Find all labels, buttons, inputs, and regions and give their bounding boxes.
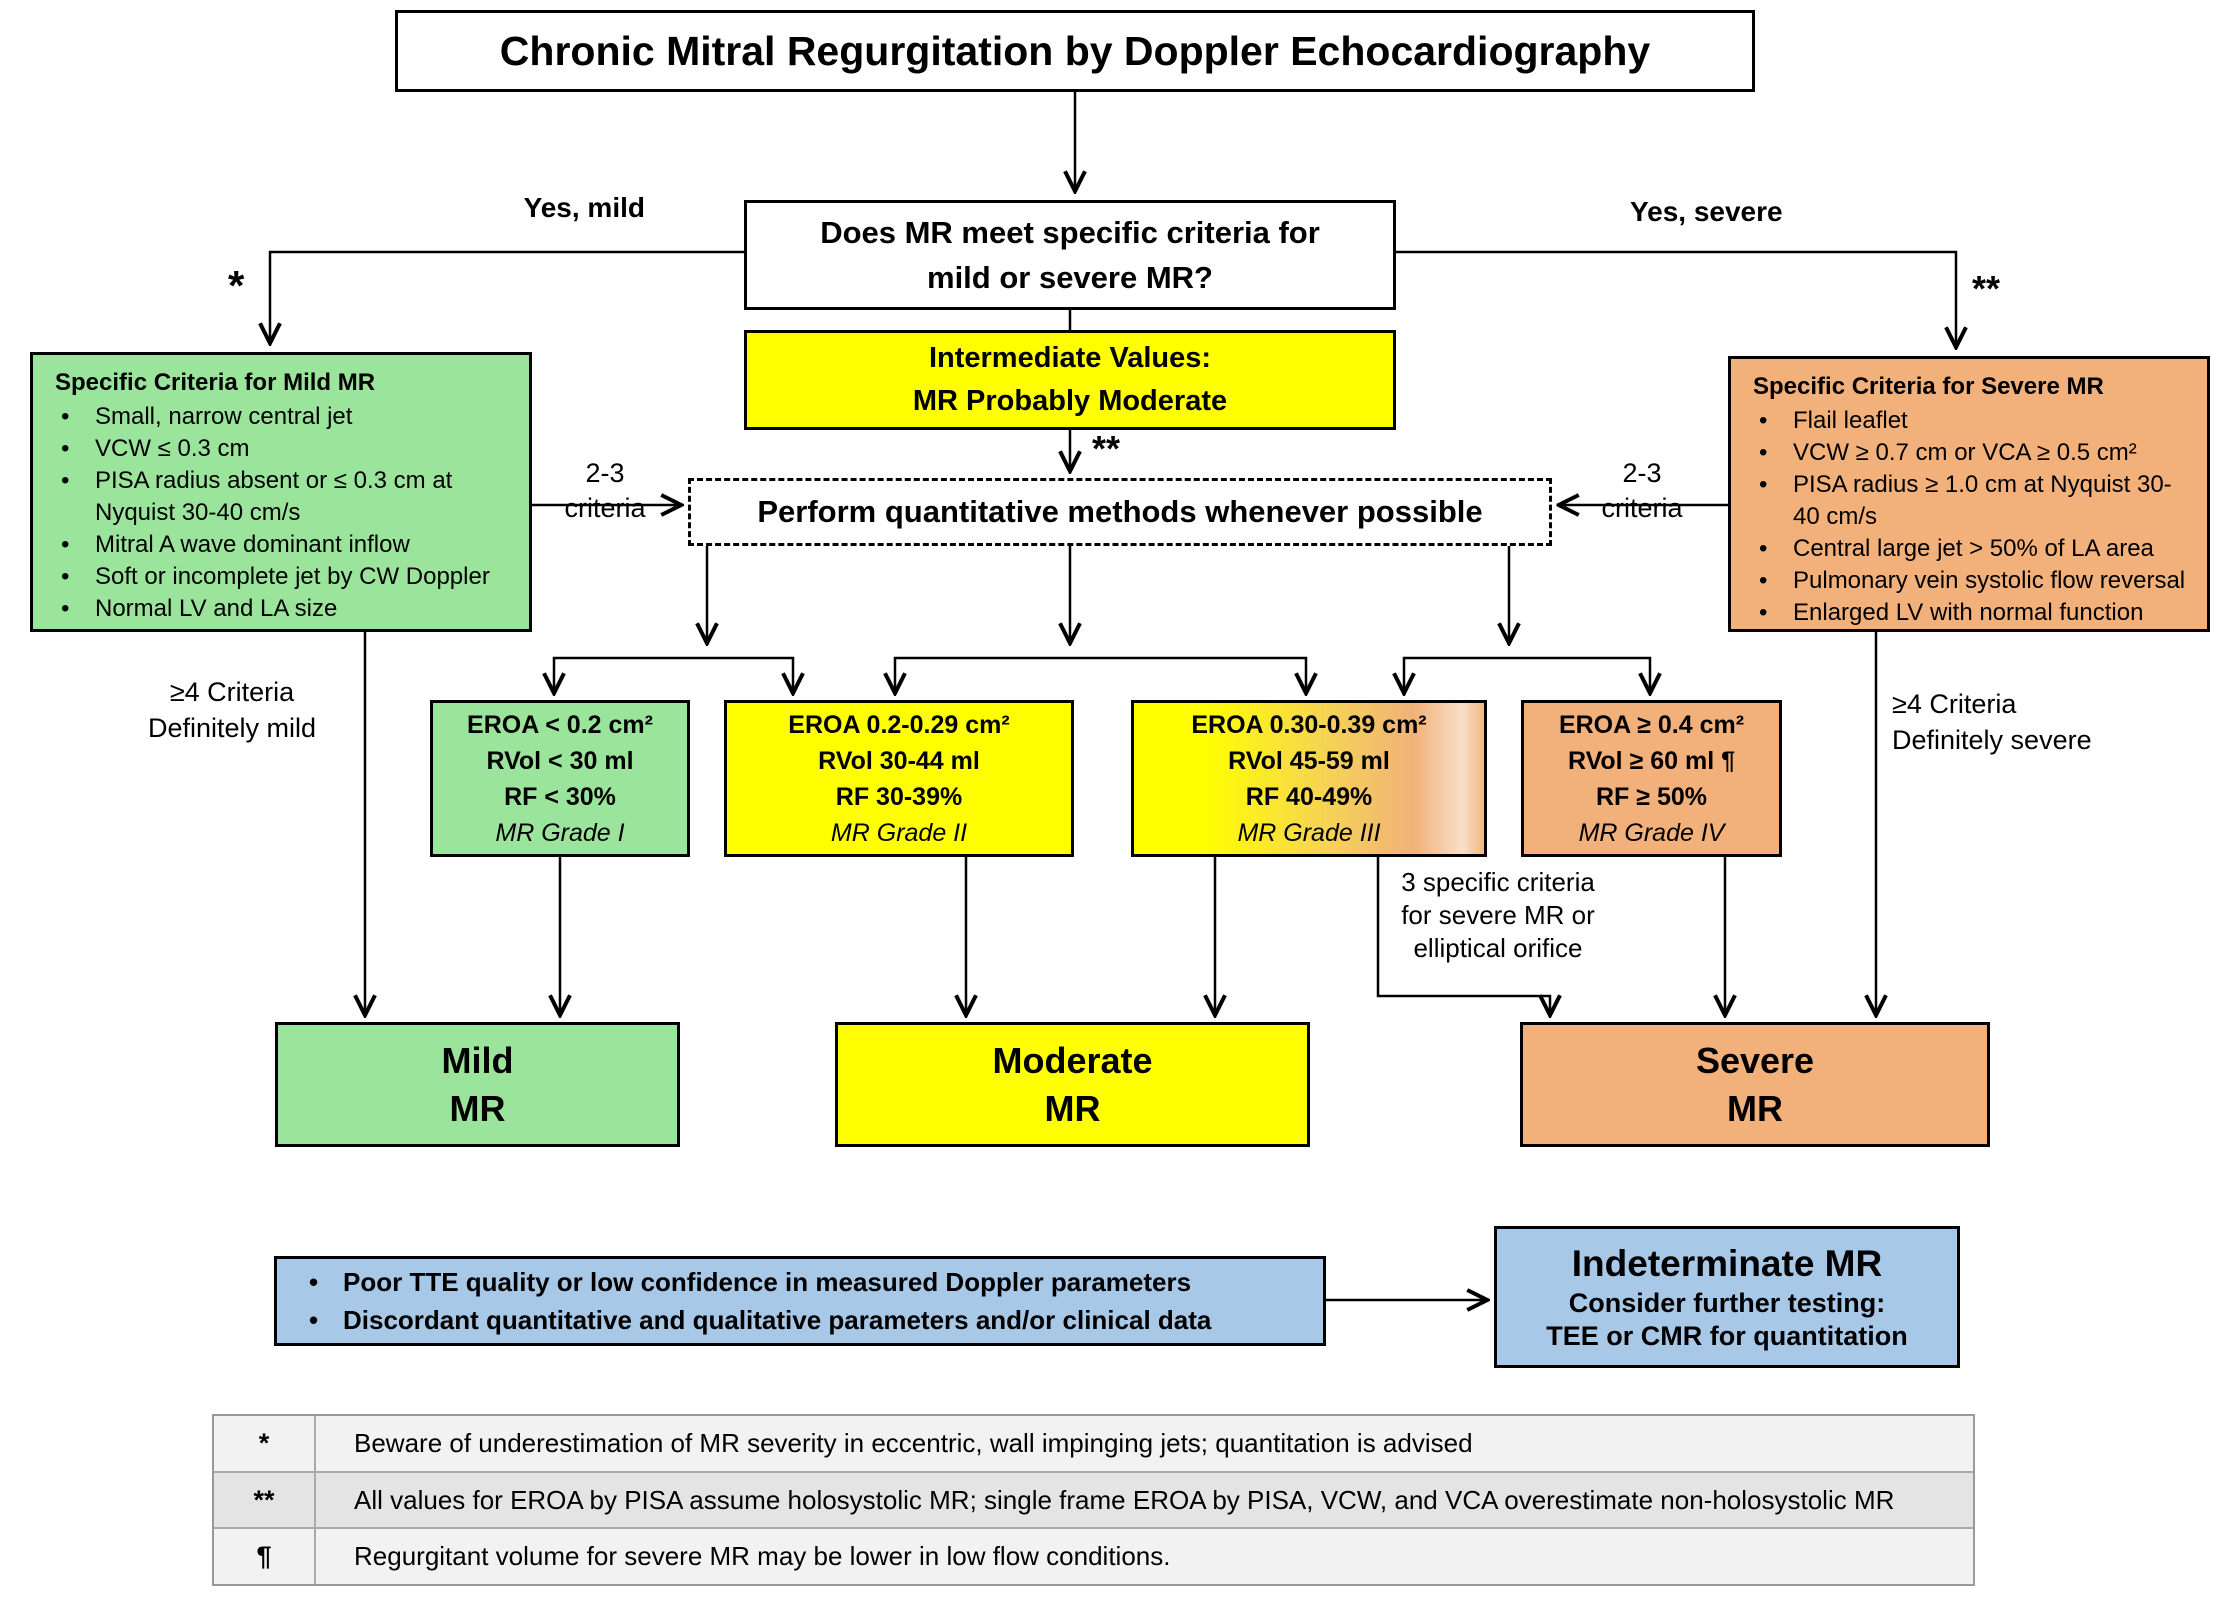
grade4-rvol: RVol ≥ 60 ml ¶ <box>1567 746 1736 775</box>
quantitative-text: Perform quantitative methods whenever po… <box>757 494 1483 529</box>
severe-criteria-list: Flail leaflet VCW ≥ 0.7 cm or VCA ≥ 0.5 … <box>1753 405 2193 629</box>
grade4-node: EROA ≥ 0.4 cm² RVol ≥ 60 ml ¶ RF ≥ 50% M… <box>1521 700 1782 857</box>
severe-mr-result: Severe MR <box>1520 1022 1990 1147</box>
list-item: Pulmonary vein systolic flow reversal <box>1753 565 2193 597</box>
ge4-criteria-mild-label: ≥4 Criteria Definitely mild <box>147 677 317 743</box>
indeterminate-inputs-node: Poor TTE quality or low confidence in me… <box>274 1256 1326 1346</box>
grade4-eroa: EROA ≥ 0.4 cm² <box>1558 710 1745 739</box>
indeterminate-line2: Consider further testing: <box>1568 1288 1886 1318</box>
list-item: Enlarged LV with normal function <box>1753 597 2193 629</box>
list-item: Mitral A wave dominant inflow <box>55 529 515 561</box>
intermediate-line2: MR Probably Moderate <box>912 385 1228 417</box>
grade1-rvol: RVol < 30 ml <box>486 746 634 775</box>
intermediate-values-node: Intermediate Values: MR Probably Moderat… <box>744 330 1396 430</box>
three-specific-criteria-label: 3 specific criteria for severe MR or ell… <box>1401 867 1595 963</box>
grade2-node: EROA 0.2-0.29 cm² RVol 30-44 ml RF 30-39… <box>724 700 1074 857</box>
footnote-table: * Beware of underestimation of MR severi… <box>212 1414 1975 1586</box>
grade1-rf: RF < 30% <box>504 782 616 811</box>
decision-line1: Does MR meet specific criteria for <box>820 215 1320 250</box>
list-item: VCW ≤ 0.3 cm <box>55 433 515 465</box>
footnote-symbol: * <box>214 1416 316 1471</box>
footnote-row: ** All values for EROA by PISA assume ho… <box>214 1472 1973 1530</box>
grade3-label: MR Grade III <box>1237 818 1381 847</box>
footnote-symbol: ** <box>214 1472 316 1528</box>
grade1-label: MR Grade I <box>495 818 625 847</box>
list-item: Normal LV and LA size <box>55 593 515 625</box>
grade2-label: MR Grade II <box>830 818 968 847</box>
intermediate-line1: Intermediate Values: <box>928 342 1212 374</box>
mild-mr-result: Mild MR <box>275 1022 680 1147</box>
list-item: Poor TTE quality or low confidence in me… <box>277 1263 1323 1301</box>
footnote-text: Regurgitant volume for severe MR may be … <box>354 1541 1171 1572</box>
mild-result-line2: MR <box>449 1087 506 1129</box>
mild-criteria-list: Small, narrow central jet VCW ≤ 0.3 cm P… <box>55 401 515 625</box>
footnote-text: Beware of underestimation of MR severity… <box>354 1427 1473 1458</box>
grade3-rf: RF 40-49% <box>1245 782 1373 811</box>
moderate-result-line2: MR <box>1044 1087 1101 1129</box>
double-asterisk-footnote-marker: ** <box>1092 428 1121 469</box>
severe-result-line2: MR <box>1727 1087 1783 1129</box>
grade2-rvol: RVol 30-44 ml <box>818 746 980 775</box>
decision-line2: mild or severe MR? <box>927 260 1213 295</box>
footnote-text: All values for EROA by PISA assume holos… <box>354 1484 1895 1515</box>
mild-criteria-heading: Specific Criteria for Mild MR <box>55 369 376 396</box>
title-text: Chronic Mitral Regurgitation by Doppler … <box>499 27 1651 74</box>
double-asterisk-footnote-marker: ** <box>1972 268 2001 309</box>
mild-result-line1: Mild <box>441 1039 514 1081</box>
indeterminate-title: Indeterminate MR <box>1571 1243 1883 1284</box>
grade3-node: EROA 0.30-0.39 cm² RVol 45-59 ml RF 40-4… <box>1131 700 1487 857</box>
asterisk-footnote-marker: * <box>228 262 245 309</box>
moderate-result-line1: Moderate <box>992 1039 1153 1081</box>
yes-mild-label: Yes, mild <box>523 192 645 223</box>
grade3-rvol: RVol 45-59 ml <box>1228 746 1390 775</box>
list-item: Small, narrow central jet <box>55 401 515 433</box>
quantitative-methods-node: Perform quantitative methods whenever po… <box>688 478 1552 546</box>
indeterminate-mr-node: Indeterminate MR Consider further testin… <box>1494 1226 1960 1368</box>
page-title: Chronic Mitral Regurgitation by Doppler … <box>395 10 1755 92</box>
decision-node: Does MR meet specific criteria for mild … <box>744 200 1396 310</box>
mild-criteria-node: Specific Criteria for Mild MR Small, nar… <box>30 352 532 632</box>
severe-criteria-node: Specific Criteria for Severe MR Flail le… <box>1728 356 2210 632</box>
list-item: PISA radius ≥ 1.0 cm at Nyquist 30-40 cm… <box>1753 469 2193 533</box>
grade4-rf: RF ≥ 50% <box>1596 782 1707 811</box>
footnote-symbol: ¶ <box>214 1529 316 1585</box>
severe-criteria-heading: Specific Criteria for Severe MR <box>1753 373 2104 400</box>
grade1-eroa: EROA < 0.2 cm² <box>467 710 653 739</box>
indeterminate-inputs-list: Poor TTE quality or low confidence in me… <box>277 1263 1323 1339</box>
grade2-rf: RF 30-39% <box>835 782 963 811</box>
list-item: Central large jet > 50% of LA area <box>1753 533 2193 565</box>
yes-severe-label: Yes, severe <box>1630 196 1783 227</box>
grade4-label: MR Grade IV <box>1578 818 1725 847</box>
list-item: Flail leaflet <box>1753 405 2193 437</box>
ge4-criteria-severe-label: ≥4 Criteria Definitely severe <box>1892 689 2092 755</box>
footnote-row: ¶ Regurgitant volume for severe MR may b… <box>214 1529 1973 1585</box>
list-item: Discordant quantitative and qualitative … <box>277 1301 1323 1339</box>
footnote-row: * Beware of underestimation of MR severi… <box>214 1416 1973 1473</box>
list-item: Soft or incomplete jet by CW Doppler <box>55 561 515 593</box>
criteria-2-3-label: 2-3 criteria <box>564 458 646 523</box>
severe-result-line1: Severe <box>1695 1039 1815 1081</box>
moderate-mr-result: Moderate MR <box>835 1022 1310 1147</box>
criteria-2-3-label: 2-3 criteria <box>1601 458 1683 523</box>
list-item: PISA radius absent or ≤ 0.3 cm at Nyquis… <box>55 465 515 529</box>
grade1-node: EROA < 0.2 cm² RVol < 30 ml RF < 30% MR … <box>430 700 690 857</box>
grade3-eroa: EROA 0.30-0.39 cm² <box>1191 710 1427 739</box>
grade2-eroa: EROA 0.2-0.29 cm² <box>788 710 1010 739</box>
indeterminate-line3: TEE or CMR for quantitation <box>1546 1321 1908 1351</box>
list-item: VCW ≥ 0.7 cm or VCA ≥ 0.5 cm² <box>1753 437 2193 469</box>
